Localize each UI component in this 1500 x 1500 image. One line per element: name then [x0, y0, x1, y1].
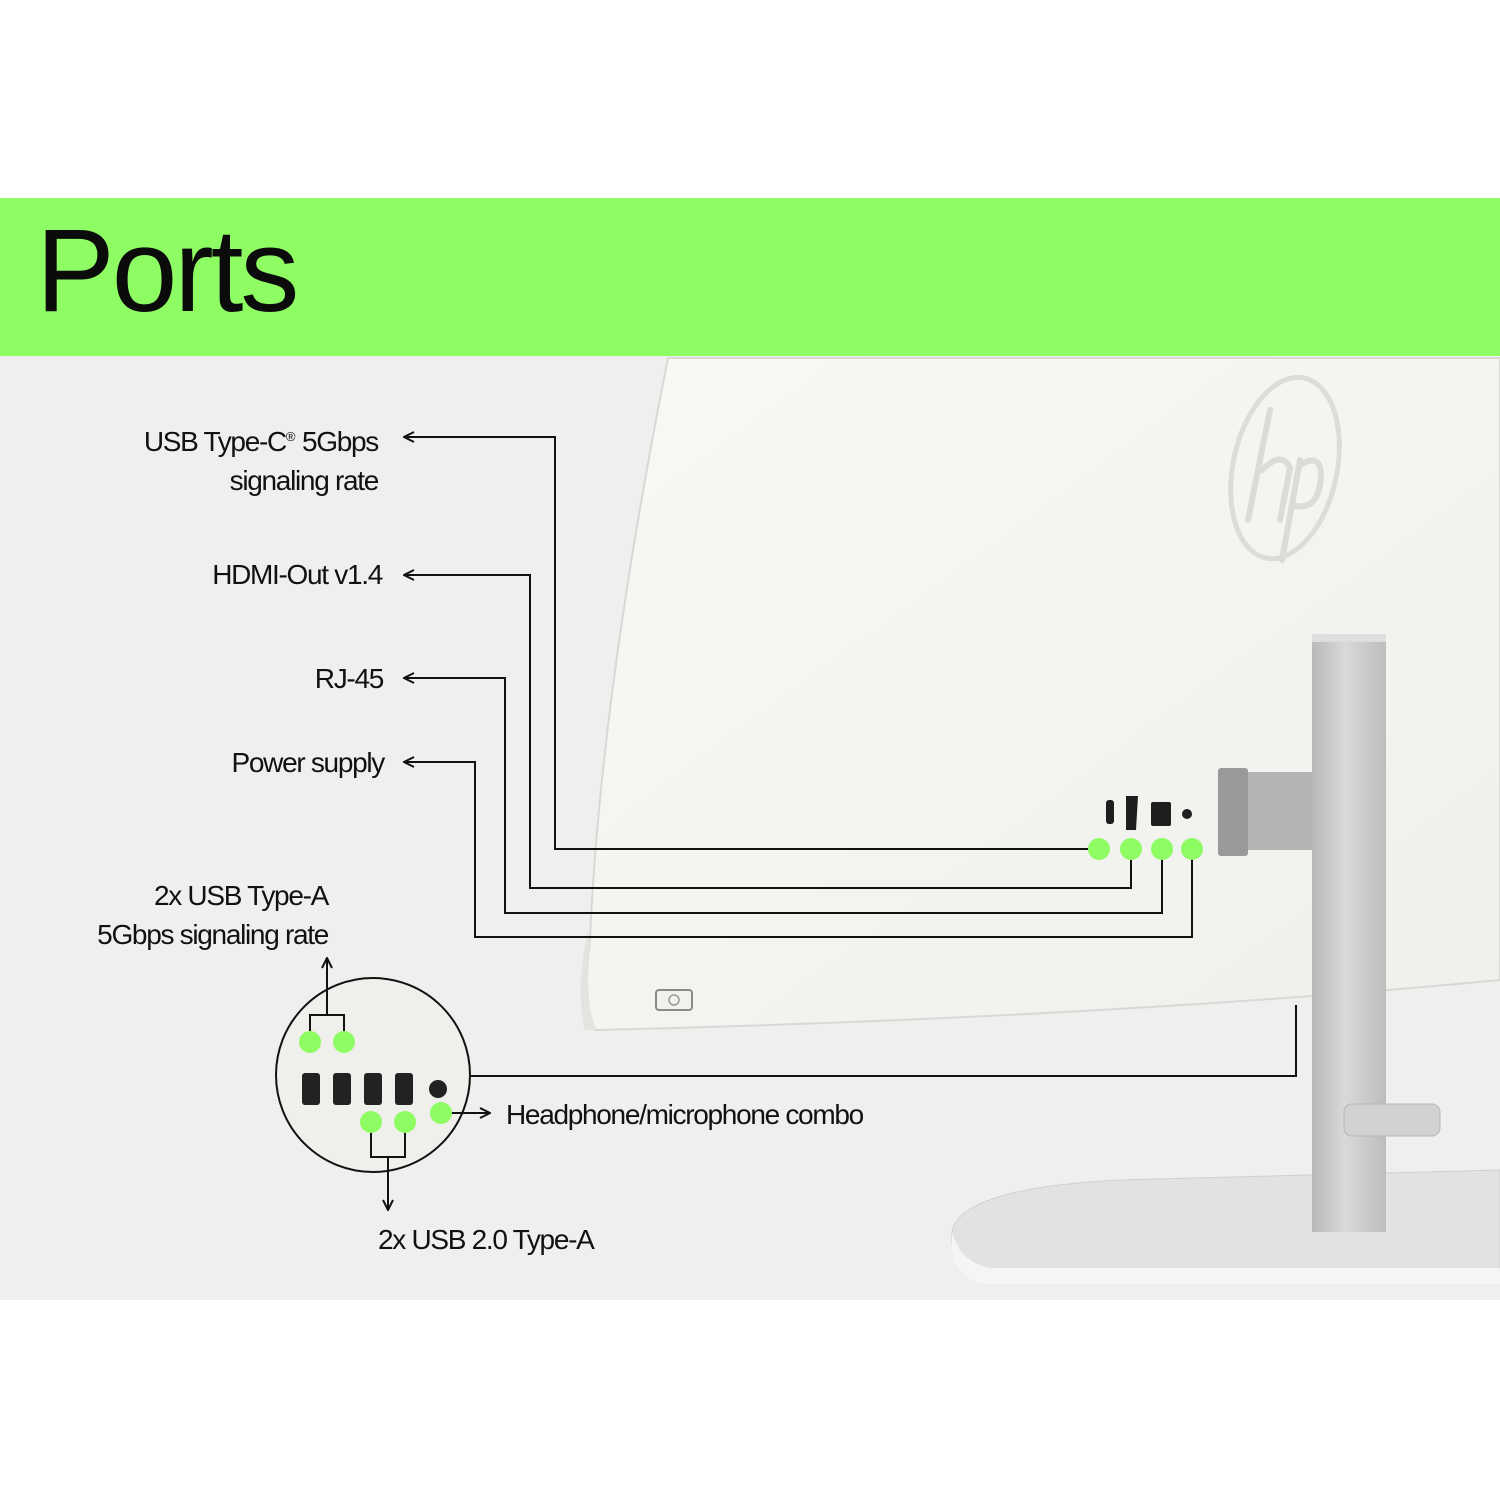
port-highlight-dots	[299, 838, 1203, 1133]
label-rj45: RJ-45	[314, 663, 385, 694]
hp-logo-icon	[1228, 374, 1342, 563]
label-usb-a-line1: 2x USB Type-A	[153, 880, 329, 911]
title-banner	[0, 198, 1500, 356]
label-usb-c: USB Type-C® 5Gbps signaling rate	[80, 417, 380, 500]
label-headphone: Headphone/microphone combo	[506, 1099, 864, 1130]
label-usb2: 2x USB 2.0 Type-A	[378, 1224, 595, 1255]
audio-jack	[429, 1080, 447, 1098]
rear-port-cluster	[1106, 796, 1192, 830]
label-power: Power supply	[231, 747, 386, 778]
label-usb-c-rate: 5Gbps	[295, 426, 379, 457]
registered-mark: ®	[285, 429, 296, 444]
usb-a-port	[333, 1073, 351, 1105]
usb-a-port	[302, 1073, 320, 1105]
label-hdmi: HDMI-Out v1.4	[212, 559, 383, 590]
power-button-icon[interactable]	[655, 989, 693, 1011]
usb2-port	[395, 1073, 413, 1105]
power-jack	[1182, 809, 1192, 819]
rj45-port	[1151, 802, 1171, 826]
monitor-edge	[580, 930, 595, 1030]
label-usb-a-line2: 5Gbps signaling rate	[97, 919, 329, 950]
monitor-stand	[951, 634, 1500, 1284]
label-usb-c-text: USB Type-C	[143, 426, 287, 457]
usb-c-port	[1106, 800, 1114, 824]
label-usb-c-line2: signaling rate	[229, 465, 380, 496]
leader-lines	[309, 437, 1297, 1210]
hdmi-port	[1126, 796, 1138, 830]
usb2-port	[364, 1073, 382, 1105]
side-port-magnifier	[275, 977, 471, 1173]
label-usb-a: 2x USB Type-A 5Gbps signaling rate	[20, 876, 329, 954]
page-title: Ports	[36, 205, 299, 337]
